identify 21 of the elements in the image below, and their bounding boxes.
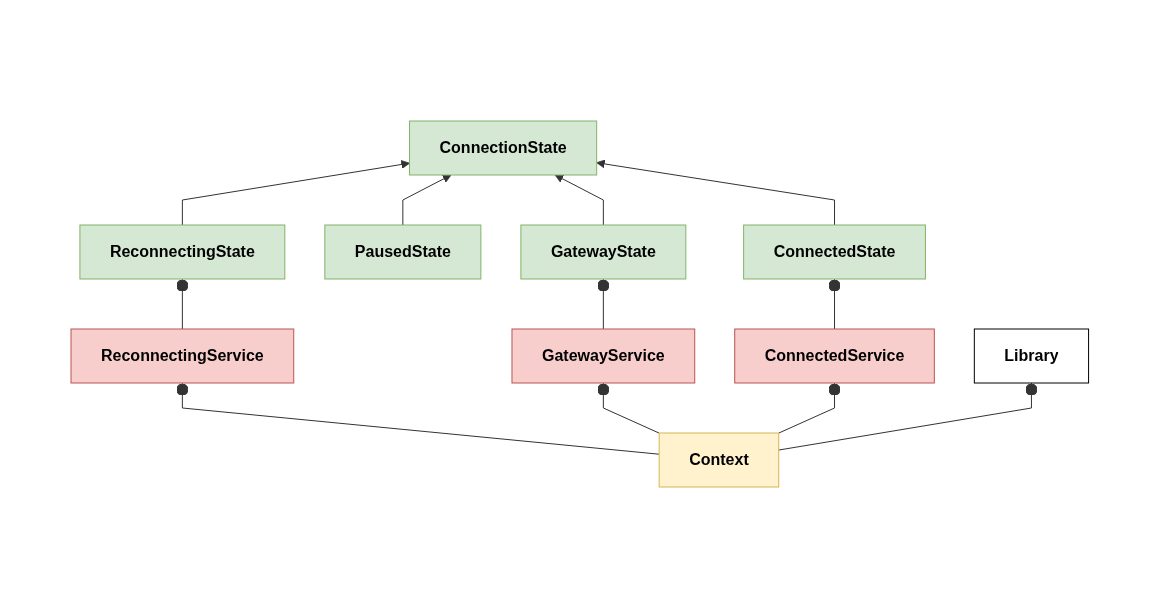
arrow (554, 174, 604, 226)
node-box: GatewayState (520, 224, 686, 280)
node-box: ReconnectingService (70, 328, 294, 384)
connector (176, 278, 189, 330)
node-box: Context (658, 432, 779, 488)
node-box: Library (973, 328, 1089, 384)
node-box: ReconnectingState (79, 224, 286, 280)
arrow (402, 174, 452, 226)
connector (597, 382, 660, 434)
connector (176, 382, 660, 455)
node-box: ConnectionState (408, 120, 597, 176)
connector (777, 382, 1038, 451)
node-box: ConnectedService (733, 328, 935, 384)
node-box: GatewayService (511, 328, 695, 384)
connector (597, 278, 610, 330)
connector (828, 278, 841, 330)
node-box: PausedState (324, 224, 482, 280)
arrow (181, 160, 410, 226)
connector (777, 382, 841, 434)
arrow (595, 159, 835, 226)
node-box: ConnectedState (742, 224, 926, 280)
